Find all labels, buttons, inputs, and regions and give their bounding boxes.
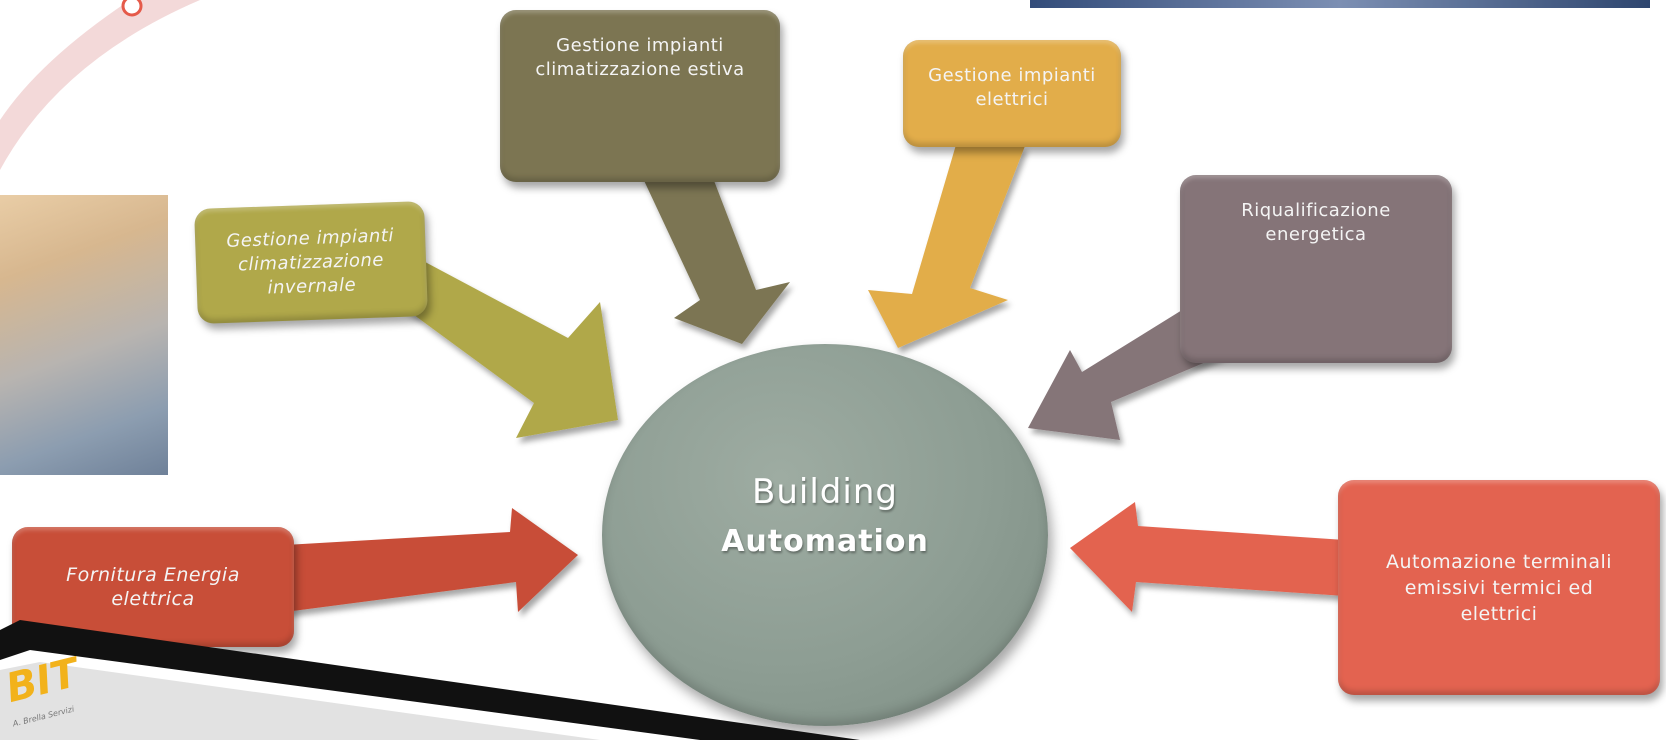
box-winter-climate: Gestione impianti climatizzazione invern… [194,201,428,324]
arrow-automation [1070,502,1345,612]
arrow-winter [380,255,618,438]
arrow-summer [640,165,790,344]
decorative-swoosh [0,0,200,170]
center-title: Building [752,471,898,512]
businessman-photo [0,195,168,475]
box-terminal-automation: Automazione terminali emissivi termici e… [1338,480,1660,695]
center-circle: Building Automation [602,344,1048,726]
arrow-requal [1028,302,1225,440]
box-electrical-systems: Gestione impianti elettrici [903,40,1121,147]
arrow-supply [285,508,578,612]
decorative-corner-stripes [0,620,860,740]
center-subtitle: Automation [721,523,929,559]
box-energy-requalification: Riqualificazione energetica [1180,175,1452,363]
header-banner-image [1030,0,1650,8]
arrow-electric [868,138,1025,348]
box-summer-climate: Gestione impianti climatizzazione estiva [500,10,780,182]
